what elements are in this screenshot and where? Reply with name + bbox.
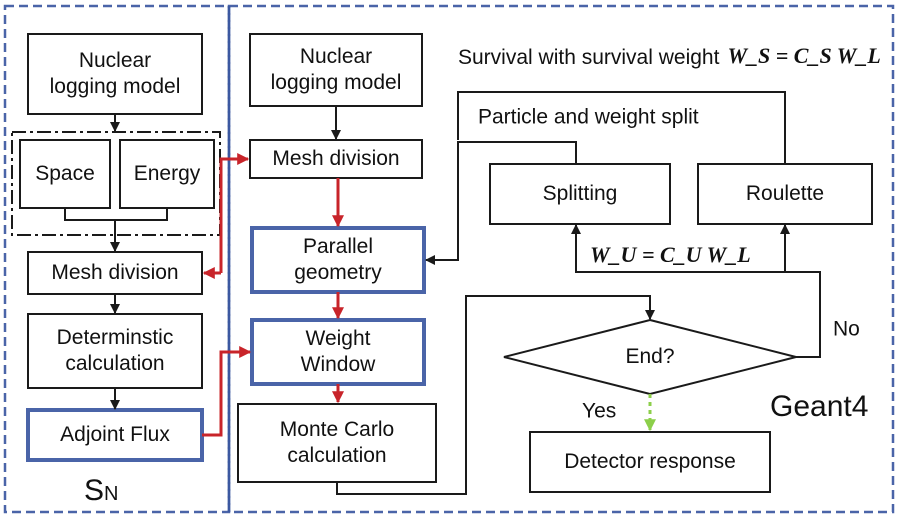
g4-section-label: Geant4 bbox=[770, 390, 868, 423]
g4-mesh-division-box bbox=[249, 139, 423, 179]
g4-wu-formula: W_U = C_U W_L bbox=[590, 242, 751, 267]
sn-space-label: Space bbox=[35, 162, 95, 185]
sn-space-box bbox=[19, 139, 111, 209]
sn-adjoint-flux-label: Adjoint Flux bbox=[60, 423, 170, 446]
sn-deterministic-calculation-box bbox=[27, 313, 203, 389]
g4-end-no-to-roulette bbox=[780, 224, 821, 358]
g4-no-label: No bbox=[833, 318, 860, 341]
g4-detector-response-box bbox=[529, 431, 771, 493]
red-arrow-bridge-to-g4-mesh bbox=[219, 153, 250, 273]
red-arrow-adjoint-to-weight bbox=[202, 346, 252, 437]
sn-section-label: SN bbox=[84, 474, 118, 507]
g4-split-loop bbox=[425, 141, 577, 265]
sn-energy-label: Energy bbox=[134, 162, 201, 185]
g4-detector-response-label: Detector response bbox=[564, 450, 736, 473]
g4-splitting-box bbox=[489, 163, 671, 225]
g4-split-annotation: Particle and weight split bbox=[478, 106, 699, 129]
g4-survival-loop bbox=[457, 91, 786, 164]
g4-parallel-geometry-box bbox=[250, 226, 426, 294]
g4-monte-carlo-to-end bbox=[336, 295, 655, 495]
sn-merge-line bbox=[64, 208, 168, 221]
sn-adjoint-flux-box bbox=[26, 408, 204, 462]
g4-roulette-label: Roulette bbox=[746, 182, 824, 205]
g4-yes-label: Yes bbox=[582, 400, 616, 423]
g4-end-decision-label: End? bbox=[625, 345, 674, 368]
g4-roulette-to-splitting bbox=[571, 224, 785, 273]
sn-nuclear-logging-model-box bbox=[27, 33, 203, 115]
g4-mesh-division-label: Mesh division bbox=[272, 147, 399, 170]
sn-mesh-division-label: Mesh division bbox=[51, 261, 178, 284]
g4-splitting-label: Splitting bbox=[543, 182, 618, 205]
sn-energy-box bbox=[119, 139, 215, 209]
